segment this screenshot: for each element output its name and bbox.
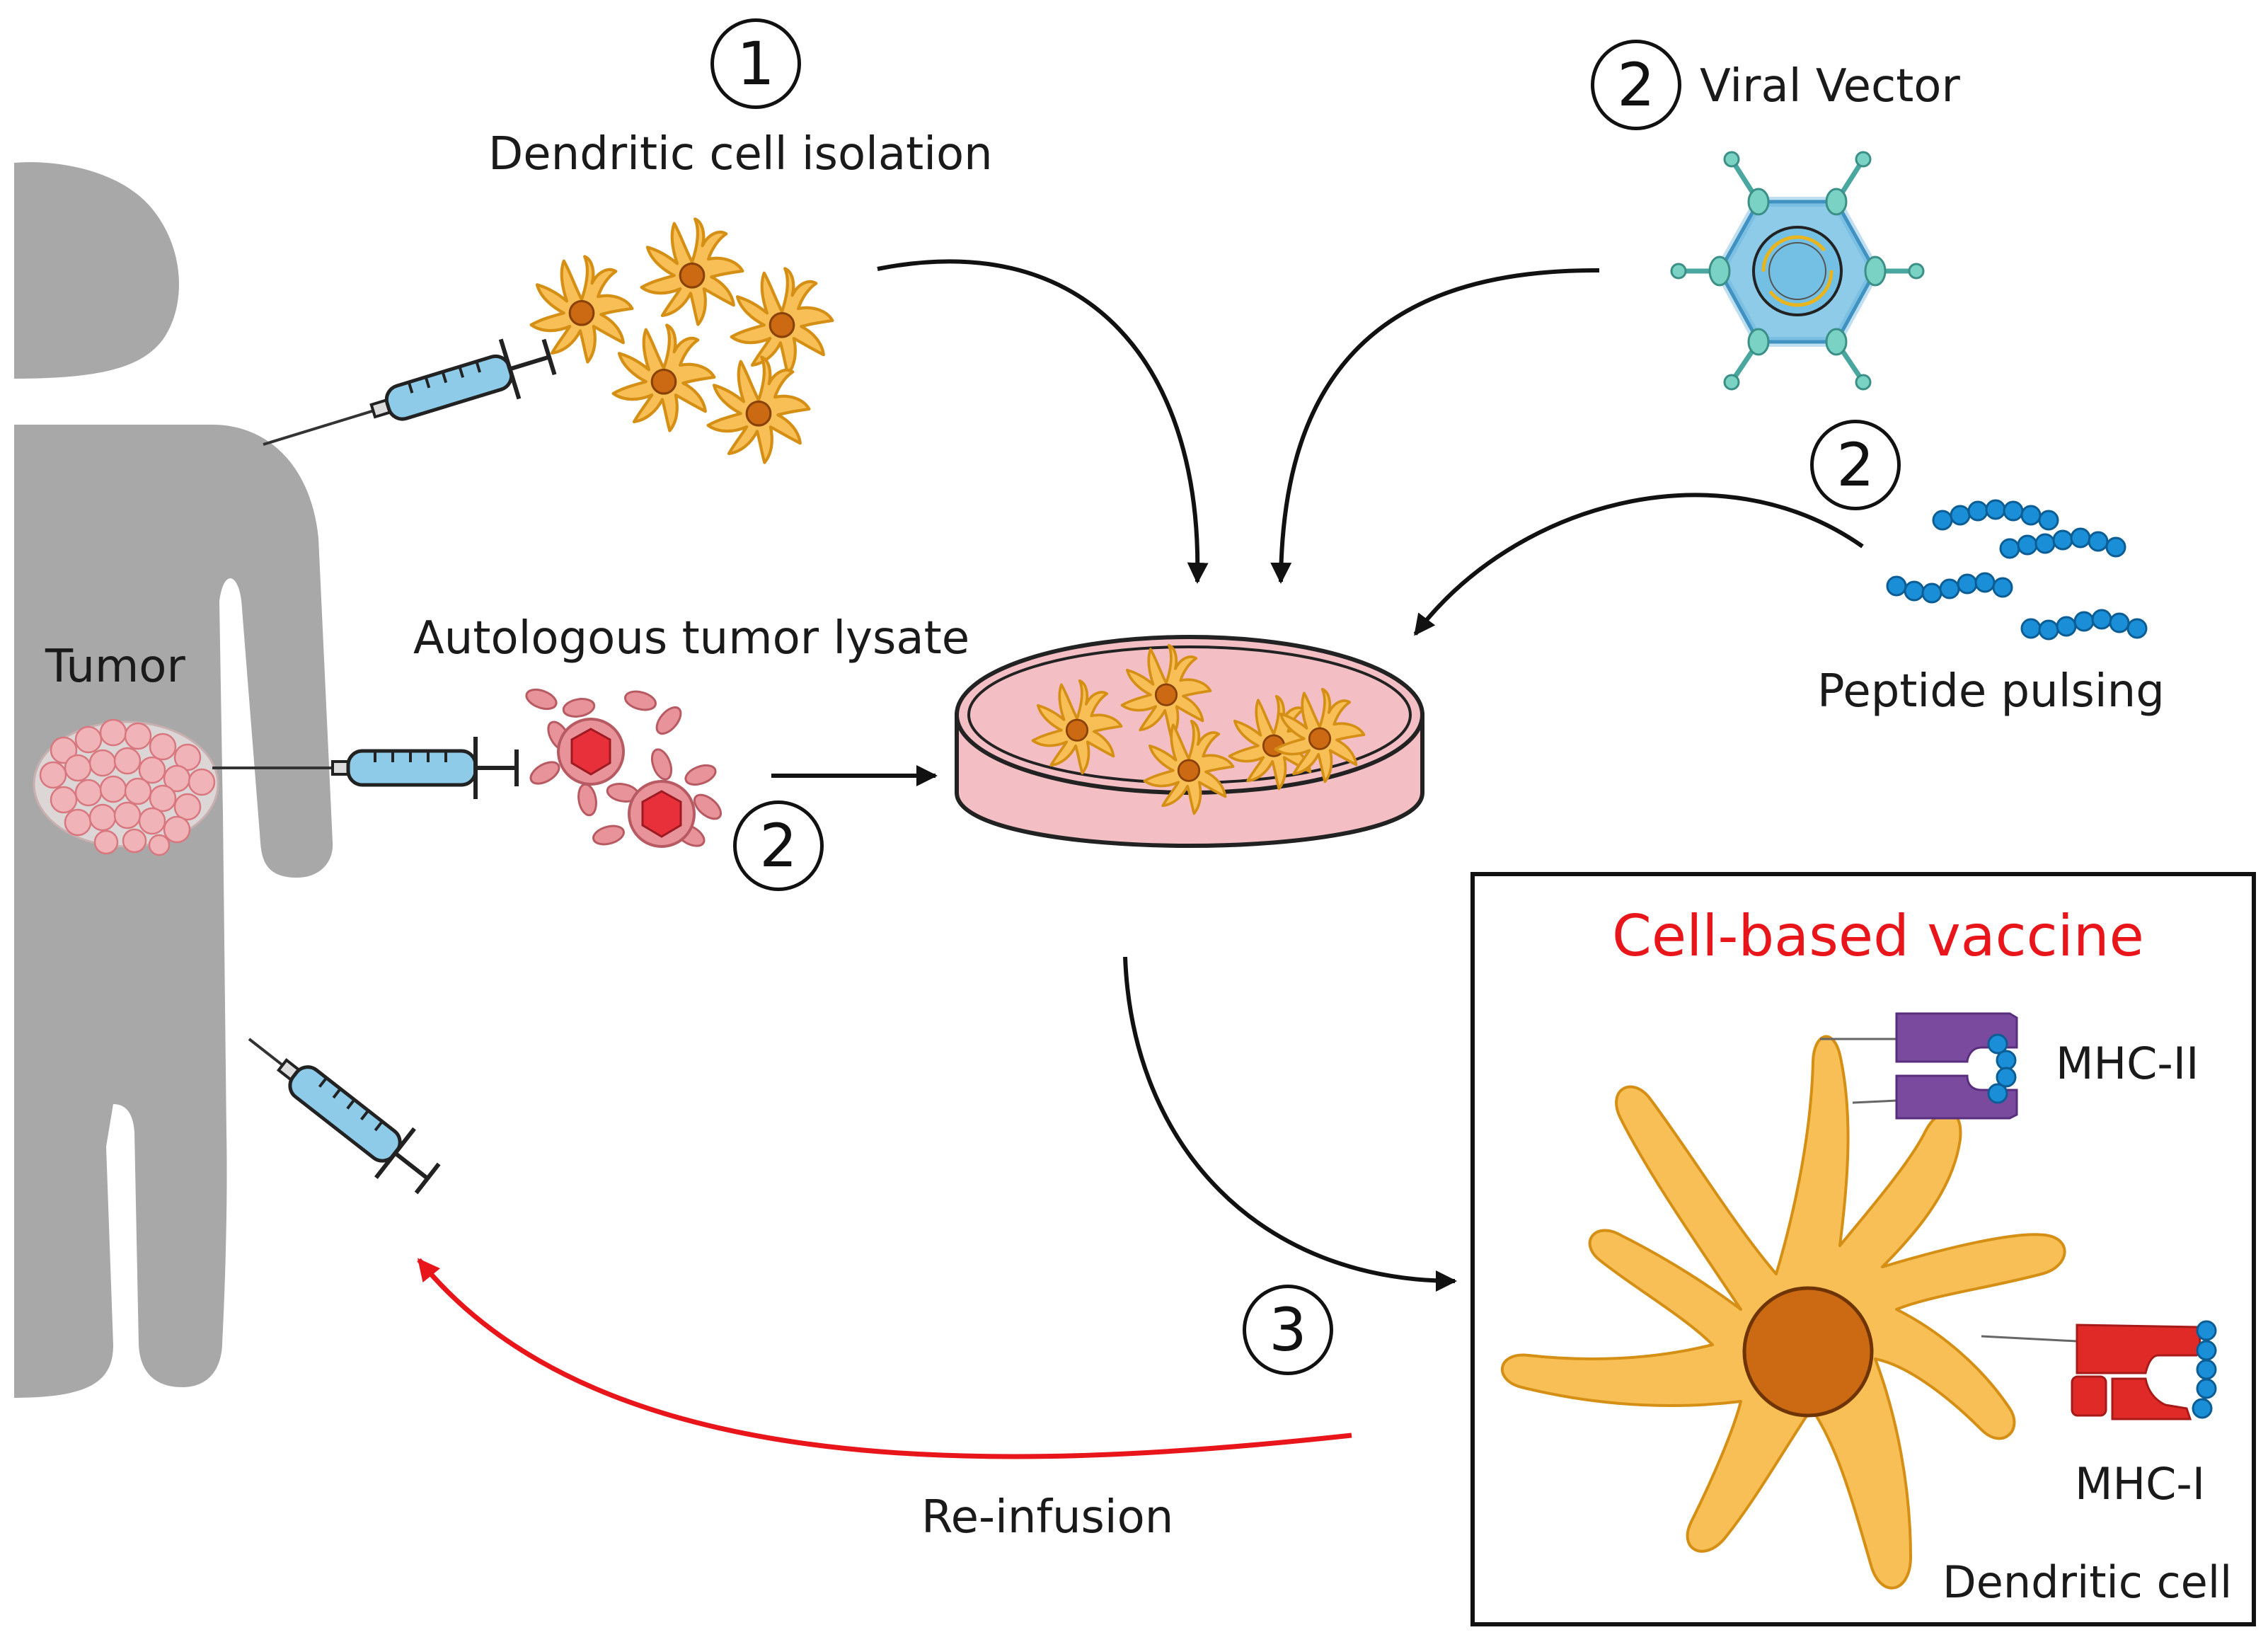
mhc-i-label: MHC-I <box>2075 1458 2206 1510</box>
syringe-icon <box>230 1014 447 1202</box>
mhc-i-icon <box>1981 1320 2217 1420</box>
reinfusion-arrow <box>417 1258 1352 1459</box>
step-2-viral-badge: 2 <box>1591 40 1681 130</box>
viral-vector-icon <box>1670 151 1925 391</box>
tumor-lysate-icon <box>522 684 727 851</box>
syringe-icon <box>263 327 558 453</box>
tumor-mass <box>39 718 216 856</box>
step-2-lysate-badge: 2 <box>733 800 824 891</box>
dendritic-isolation-label: Dendritic cell isolation <box>488 128 993 180</box>
peptide-pulsing-label: Peptide pulsing <box>1817 665 2165 718</box>
step-2-peptide-badge: 2 <box>1810 420 1901 510</box>
mhc-ii-icon <box>1820 1012 2018 1120</box>
reinfusion-label: Re-infusion <box>921 1491 1174 1544</box>
vaccine-title: Cell-based vaccine <box>1612 903 2144 969</box>
viral-vector-label: Viral Vector <box>1700 60 1960 113</box>
syringe-icon <box>212 737 517 799</box>
dendritic-cell-cluster <box>531 219 833 462</box>
petri-dish <box>955 635 1424 848</box>
vaccine-box <box>1470 872 2256 1626</box>
step-3-badge: 3 <box>1243 1285 1333 1375</box>
step-1-badge: 1 <box>710 18 801 109</box>
mhc-ii-label: MHC-II <box>2056 1038 2199 1089</box>
dendritic-cell-label: Dendritic cell <box>1942 1556 2233 1608</box>
process-arrows <box>771 259 1864 1292</box>
peptide-chains <box>1886 499 2148 641</box>
tumor-lysate-label: Autologous tumor lysate <box>413 612 970 665</box>
tumor-label: Tumor <box>45 641 185 693</box>
